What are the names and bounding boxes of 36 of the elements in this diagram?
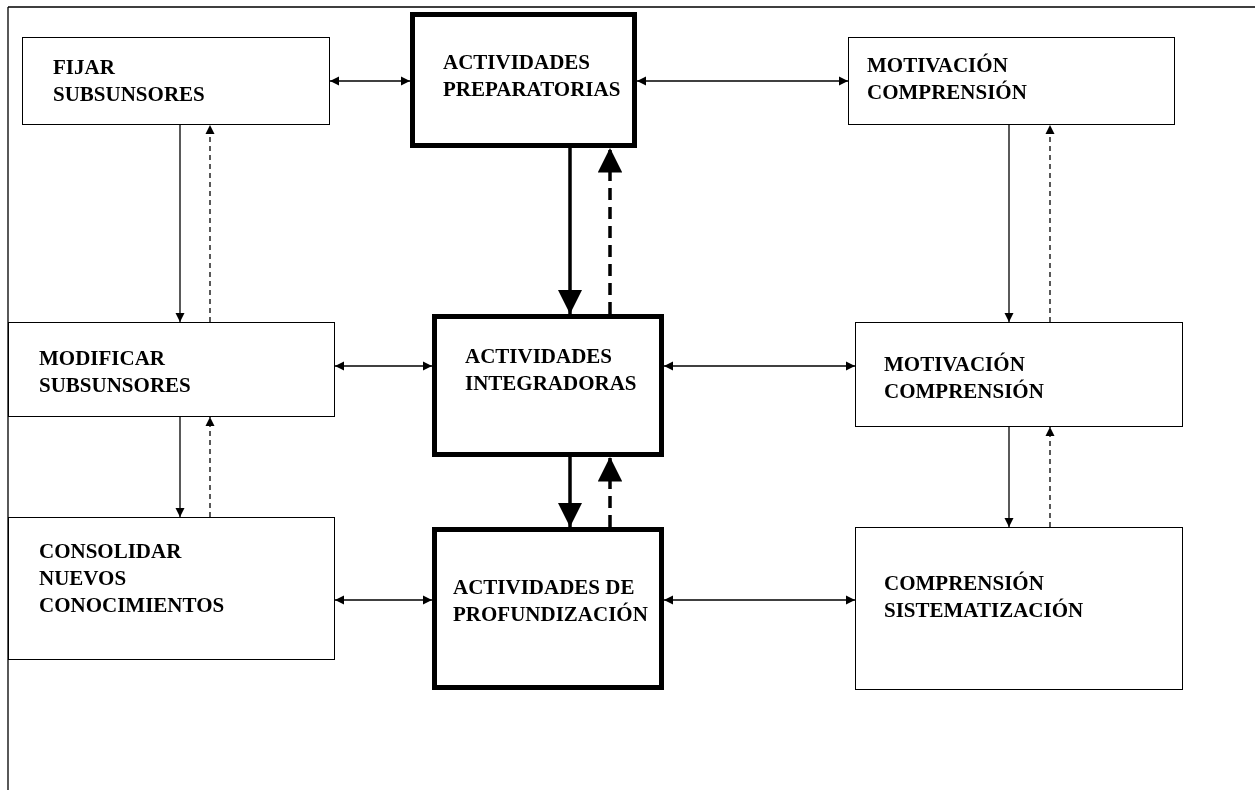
arrow <box>334 361 433 371</box>
activity-box <box>410 12 637 148</box>
arrow <box>1004 426 1014 528</box>
box-label: ACTIVIDADES DE PROFUNDIZACIÓN <box>453 574 649 628</box>
box-label: ACTIVIDADES INTEGRADORAS <box>465 343 638 397</box>
arrow <box>334 595 433 605</box>
arrow <box>597 457 623 527</box>
arrow <box>175 124 185 323</box>
activity-box <box>432 527 664 690</box>
box-label: MODIFICAR SUBSUNSORES <box>39 345 192 399</box>
arrow <box>636 76 849 86</box>
box-label: MOTIVACIÓN COMPRENSIÓN <box>867 52 1028 106</box>
arrow <box>663 361 856 371</box>
arrow <box>1045 426 1055 528</box>
box-label: MOTIVACIÓN COMPRENSIÓN <box>884 351 1045 405</box>
arrow <box>175 416 185 518</box>
box-label: COMPRENSIÓN SISTEMATIZACIÓN <box>884 570 1085 624</box>
process-box <box>8 517 335 660</box>
process-box <box>855 527 1183 690</box>
process-box <box>22 37 330 125</box>
arrow <box>557 457 583 527</box>
activity-box <box>432 314 664 457</box>
arrow <box>205 416 215 518</box>
arrow <box>597 148 623 314</box>
process-box <box>8 322 335 417</box>
arrow <box>663 595 856 605</box>
arrow <box>1045 124 1055 323</box>
arrow <box>1004 124 1014 323</box>
arrow <box>205 124 215 323</box>
arrow <box>329 76 411 86</box>
box-label: FIJAR SUBSUNSORES <box>53 54 203 108</box>
process-box <box>855 322 1183 427</box>
box-label: CONSOLIDAR NUEVOS CONOCIMIENTOS <box>39 538 226 619</box>
box-label: ACTIVIDADES PREPARATORIAS <box>443 49 622 103</box>
process-box <box>848 37 1175 125</box>
arrow <box>557 148 583 314</box>
